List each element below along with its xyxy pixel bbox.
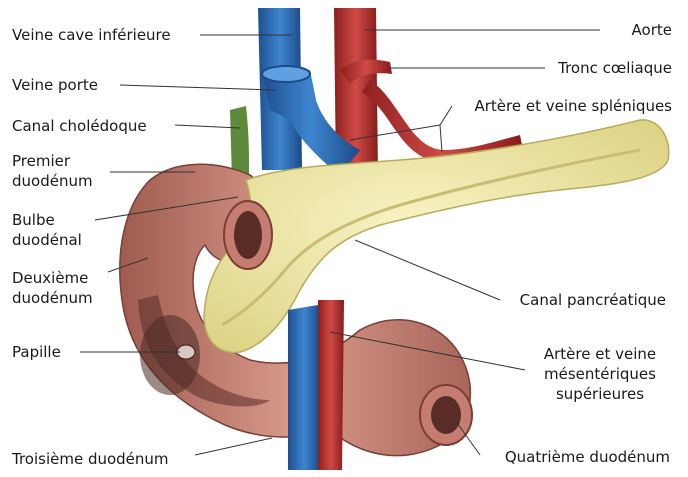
label-superior-mesenteric-line3: supérieures bbox=[530, 384, 670, 404]
label-second-duodenum-line1: Deuxième bbox=[12, 268, 93, 288]
label-superior-mesenteric-line1: Artère et veine bbox=[530, 344, 670, 364]
label-second-duodenum: Deuxième duodénum bbox=[12, 268, 93, 308]
label-papilla: Papille bbox=[12, 342, 61, 362]
label-first-duodenum: Premier duodénum bbox=[12, 151, 93, 191]
label-superior-mesenteric-line2: mésentériques bbox=[530, 364, 670, 384]
label-bile-duct: Canal cholédoque bbox=[12, 116, 147, 136]
label-duodenal-bulb-line2: duodénal bbox=[12, 230, 82, 250]
label-splenic-vessels: Artère et veine spléniques bbox=[474, 96, 672, 116]
label-duodenal-bulb-line1: Bulbe bbox=[12, 210, 82, 230]
label-superior-mesenteric-vessels: Artère et veine mésentériques supérieure… bbox=[530, 344, 670, 404]
label-third-duodenum: Troisième duodénum bbox=[12, 449, 169, 469]
duodenal-bulb bbox=[224, 201, 272, 269]
fourth-duodenum-opening bbox=[420, 385, 472, 445]
label-second-duodenum-line2: duodénum bbox=[12, 288, 93, 308]
label-duodenal-bulb: Bulbe duodénal bbox=[12, 210, 82, 250]
label-aorta: Aorte bbox=[632, 20, 672, 40]
label-portal-vein: Veine porte bbox=[12, 75, 98, 95]
label-pancreatic-duct: Canal pancréatique bbox=[520, 290, 666, 310]
label-fourth-duodenum: Quatrième duodénum bbox=[505, 447, 670, 467]
label-first-duodenum-line2: duodénum bbox=[12, 171, 93, 191]
label-celiac-trunk: Tronc cœliaque bbox=[558, 58, 672, 78]
superior-mesenteric-artery bbox=[318, 300, 344, 470]
label-first-duodenum-line1: Premier bbox=[12, 151, 93, 171]
superior-mesenteric-vein bbox=[288, 305, 320, 470]
label-inferior-vena-cava: Veine cave inférieure bbox=[12, 25, 171, 45]
